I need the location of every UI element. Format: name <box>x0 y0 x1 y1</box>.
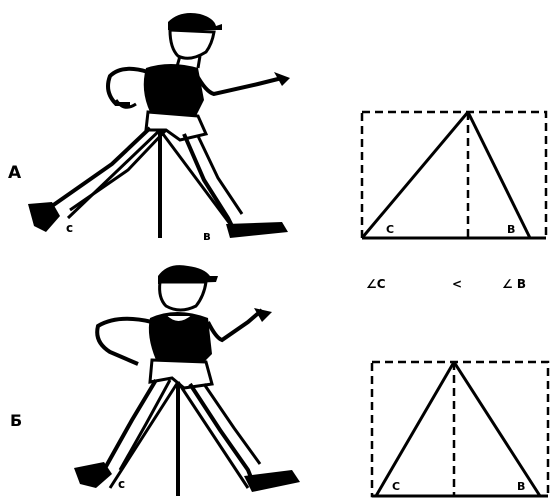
front-foot-label-b: в <box>260 477 268 491</box>
relation-right-angle: ∠ В <box>502 277 526 291</box>
walker-figure-a <box>28 13 290 238</box>
panel-b: Б <box>10 265 548 496</box>
triangle-b-left-label: С <box>392 480 400 493</box>
triangle-diagram-a: С В <box>362 112 546 238</box>
panel-b-label: Б <box>10 411 22 430</box>
cap-icon <box>168 13 222 30</box>
triangle-b-right-label: В <box>517 480 525 493</box>
relation-operator: < <box>452 277 462 291</box>
rear-foot-label-b: с <box>118 477 125 491</box>
panel-a-label: А <box>8 163 22 183</box>
triangle-diagram-b: С В <box>372 362 548 496</box>
singlet-icon <box>144 64 204 116</box>
rear-foot-label-a: с <box>66 221 73 235</box>
dashed-frame-b <box>372 362 548 496</box>
walker-figure-b <box>74 265 300 496</box>
triangle-a-left-label: С <box>386 223 394 236</box>
panel-a: А <box>8 13 546 243</box>
angle-relation: ∠С < ∠ В <box>366 277 526 291</box>
relation-left-angle: ∠С <box>366 277 386 291</box>
front-foot-label-a: в <box>203 229 211 243</box>
triangle-a-right-label: В <box>507 223 515 236</box>
